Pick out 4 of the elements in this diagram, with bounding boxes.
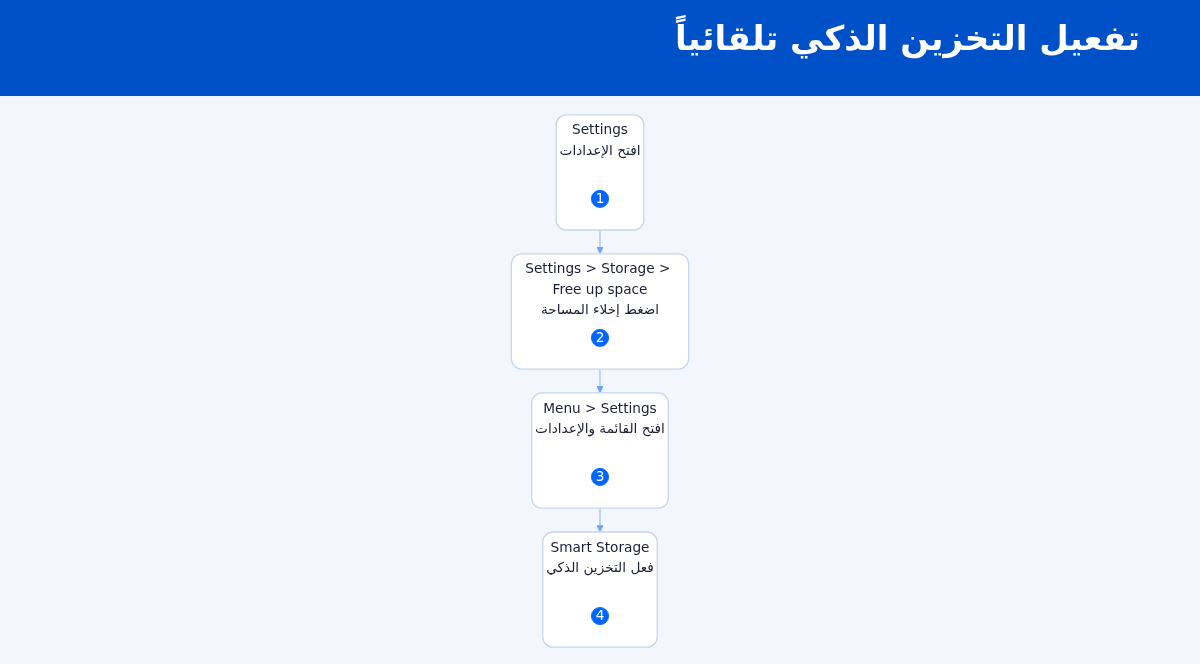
node-circle: 2 [590, 328, 610, 347]
node-circle: 3 [590, 467, 610, 486]
node-circle: 4 [590, 606, 610, 626]
node-circle: 1 [590, 189, 610, 208]
